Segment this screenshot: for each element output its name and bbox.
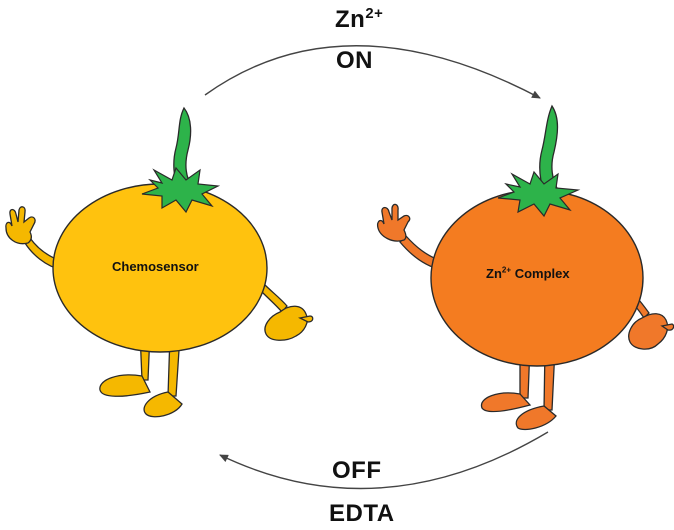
- chemosensor-character: [5, 106, 314, 418]
- chemosensor-leaves: [141, 166, 221, 214]
- bottom-state-label: OFF: [332, 457, 382, 485]
- top-reagent-label: Zn2+: [335, 6, 383, 34]
- complex-label-charge: 2+: [501, 265, 512, 275]
- chemosensor-text: Chemosensor: [112, 259, 199, 274]
- forward-arrow: [204, 45, 541, 99]
- complex-leaves: [497, 170, 581, 218]
- bottom-reagent-label: EDTA: [329, 500, 395, 528]
- chemosensor-right-arm: [261, 282, 314, 341]
- top-state-label: ON: [336, 47, 373, 75]
- off-text: OFF: [332, 457, 382, 484]
- complex-label-base: Zn: [486, 266, 502, 281]
- edta-text: EDTA: [329, 500, 395, 527]
- complex-label: Zn2+ Complex: [486, 266, 570, 281]
- complex-label-rest: Complex: [511, 266, 570, 281]
- reverse-arrow: [219, 431, 549, 490]
- top-reagent-base: Zn: [335, 6, 366, 33]
- top-reagent-charge: 2+: [365, 6, 384, 22]
- on-text: ON: [336, 47, 373, 74]
- complex-character: [376, 104, 674, 431]
- chemosensor-label: Chemosensor: [112, 259, 199, 274]
